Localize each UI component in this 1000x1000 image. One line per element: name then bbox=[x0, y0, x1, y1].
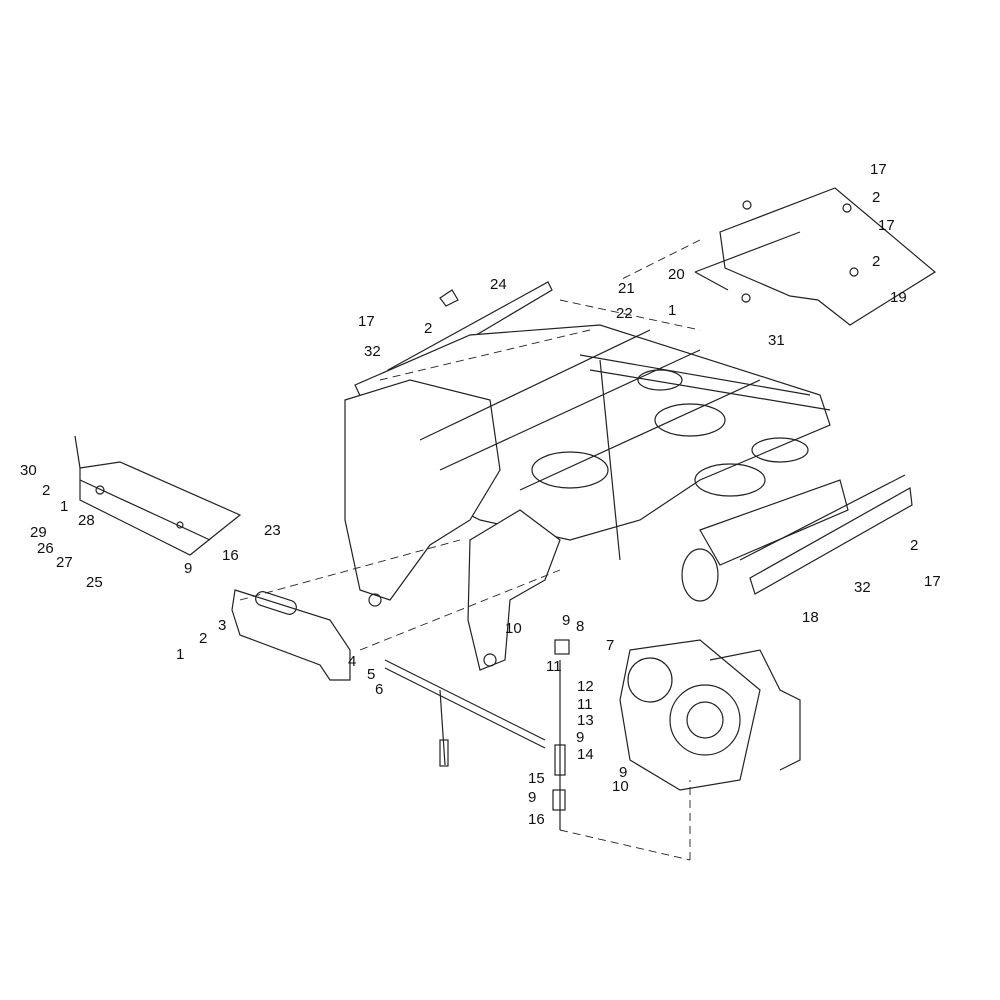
callout-label: 28 bbox=[78, 512, 95, 529]
callout-label: 2 bbox=[872, 189, 881, 206]
callout-label: 31 bbox=[768, 332, 785, 349]
callout-label: 17 bbox=[870, 161, 887, 178]
left-bracket-plate bbox=[74, 435, 242, 556]
callout-label: 27 bbox=[56, 554, 73, 571]
callout-label: 2 bbox=[910, 537, 919, 554]
callout-label: 32 bbox=[854, 579, 871, 596]
callout-label: 2 bbox=[424, 320, 433, 337]
callout-label: 11 bbox=[546, 658, 562, 675]
callout-label: 17 bbox=[924, 573, 941, 590]
callout-label: 15 bbox=[528, 770, 545, 787]
callout-label: 1 bbox=[668, 302, 677, 319]
callout-label: 2 bbox=[199, 630, 208, 647]
callout-label: 11 bbox=[577, 696, 593, 713]
callout-label: 14 bbox=[577, 746, 594, 763]
control-rod bbox=[384, 659, 546, 767]
callout-label: 9 bbox=[619, 764, 628, 781]
linkage-stack bbox=[552, 639, 570, 830]
callout-label: 7 bbox=[606, 637, 615, 654]
callout-label: 16 bbox=[222, 547, 239, 564]
callout-label: 3 bbox=[218, 617, 227, 634]
top-cover-plate bbox=[694, 187, 937, 326]
callout-label: 18 bbox=[802, 609, 819, 626]
callout-label: 25 bbox=[86, 574, 103, 591]
callout-label: 1 bbox=[176, 646, 185, 663]
callout-label: 2 bbox=[872, 253, 881, 270]
callout-label: 26 bbox=[37, 540, 54, 557]
callout-label: 17 bbox=[358, 313, 375, 330]
main-frame bbox=[344, 324, 849, 671]
callout-label: 9 bbox=[528, 789, 537, 806]
callout-label: 2 bbox=[42, 482, 51, 499]
callout-label: 24 bbox=[490, 276, 507, 293]
callout-label: 17 bbox=[878, 217, 895, 234]
shield-plate bbox=[231, 589, 351, 681]
callout-label: 23 bbox=[264, 522, 281, 539]
transmission bbox=[619, 639, 801, 791]
callout-label: 21 bbox=[618, 280, 635, 297]
callout-label: 32 bbox=[364, 343, 381, 360]
callout-label: 9 bbox=[562, 612, 571, 629]
callout-label: 1 bbox=[60, 498, 69, 515]
callout-label: 8 bbox=[576, 618, 585, 635]
callout-label: 29 bbox=[30, 524, 47, 541]
callout-label: 9 bbox=[184, 560, 193, 577]
callout-label: 9 bbox=[576, 729, 585, 746]
callout-label: 22 bbox=[616, 305, 633, 322]
assembly-lines bbox=[239, 239, 701, 861]
callout-label: 10 bbox=[505, 620, 522, 637]
callout-label: 30 bbox=[20, 462, 37, 479]
callout-label: 16 bbox=[528, 811, 545, 828]
callout-label: 20 bbox=[668, 266, 685, 283]
callout-label: 10 bbox=[612, 778, 629, 795]
callout-label: 19 bbox=[890, 289, 907, 306]
callout-label: 13 bbox=[577, 712, 594, 729]
callout-label: 6 bbox=[375, 681, 384, 698]
callout-label: 4 bbox=[348, 653, 357, 670]
callout-label: 5 bbox=[367, 666, 376, 683]
callout-label: 12 bbox=[577, 678, 594, 695]
right-rail bbox=[739, 474, 913, 595]
